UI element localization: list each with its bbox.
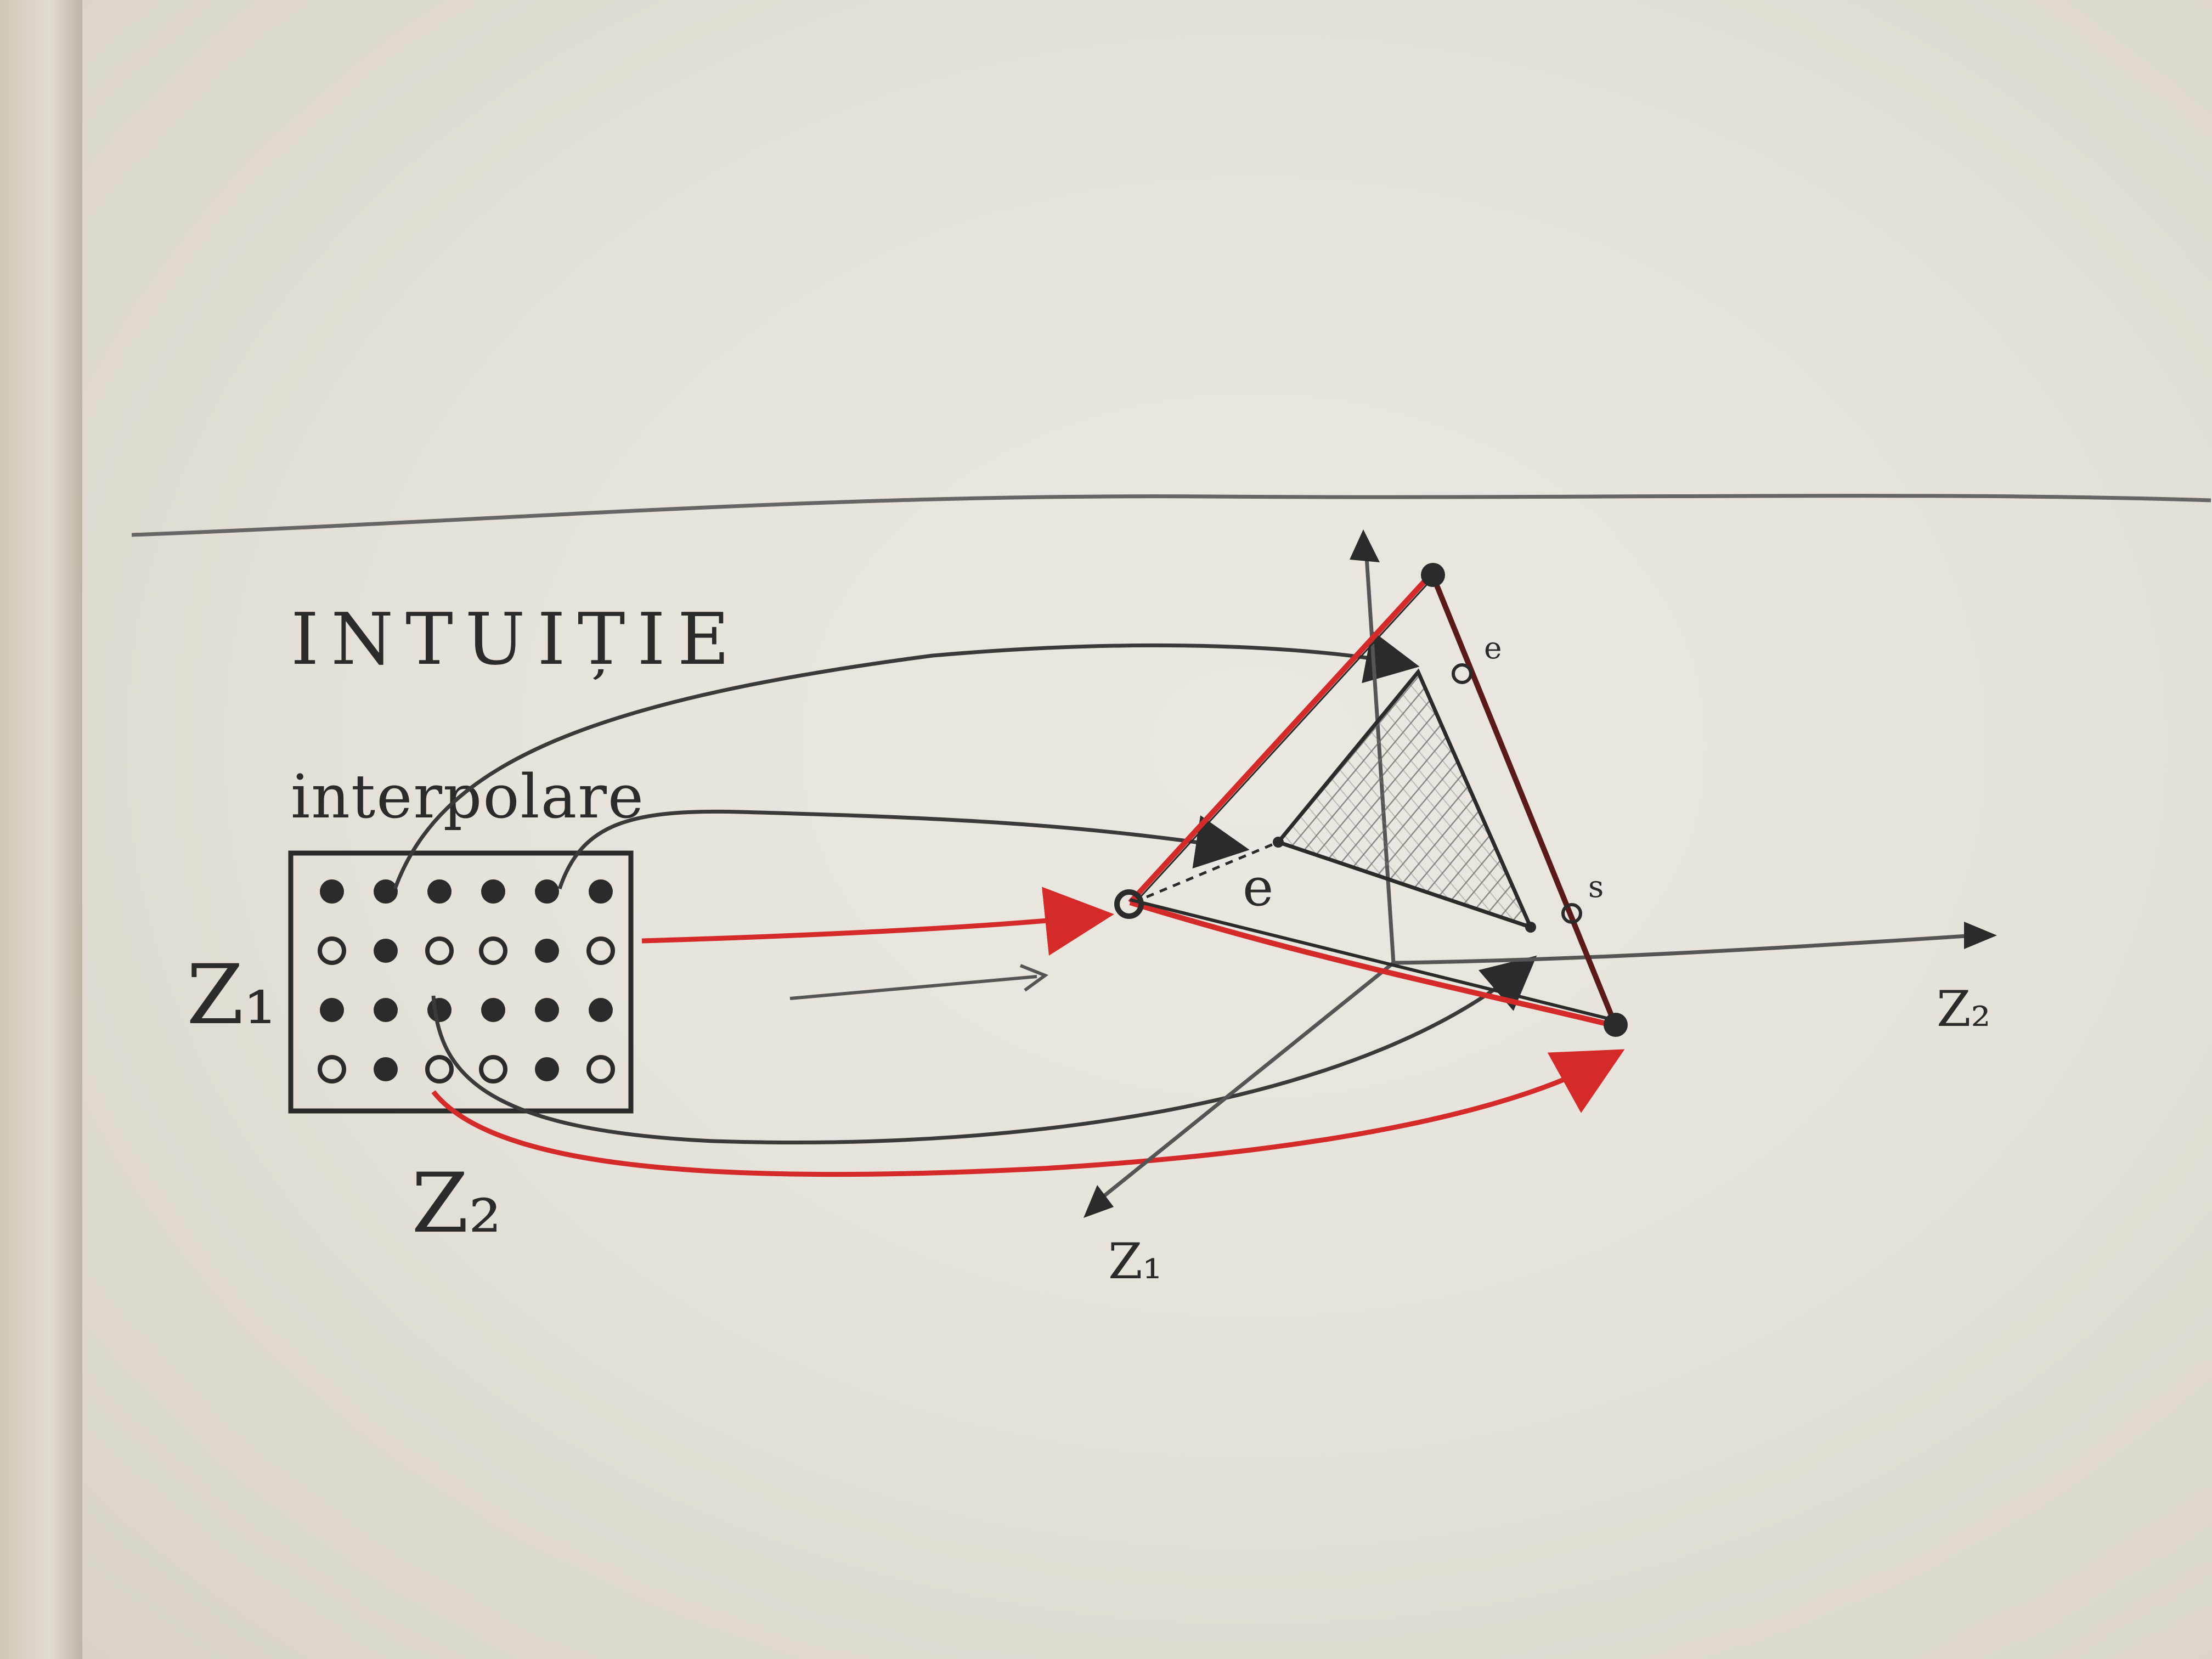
grid-dot-open — [586, 936, 615, 965]
axis-z2-head — [1964, 922, 1997, 949]
grid-dot-open — [425, 1055, 454, 1084]
simplex-inner-diagonal — [1278, 840, 1531, 929]
separator-line — [131, 494, 2211, 537]
vertex-left — [1114, 889, 1144, 919]
axis-z1 — [1096, 961, 1395, 1203]
simplex: e s e — [1114, 563, 1628, 1037]
label-z1-grid: Z₁ — [187, 947, 276, 1043]
simplex-shaded-face-crosshatch — [1278, 672, 1531, 927]
grid-dot-filled — [481, 998, 505, 1022]
grid-dot-filled — [535, 1057, 559, 1081]
grid-dot-filled — [374, 939, 398, 963]
previous-page-edge — [0, 0, 82, 1659]
paper-sheet — [82, 0, 2212, 1659]
grid-dot-filled — [320, 998, 344, 1022]
curve-to-inner-point — [557, 809, 1250, 890]
grid-dot-open — [479, 1055, 507, 1084]
grid-dot-open — [425, 936, 454, 965]
grid-dot-filled — [535, 879, 559, 904]
grid-dot-filled — [535, 998, 559, 1022]
pencil-arrow-head — [1019, 964, 1049, 992]
grid-dot-filled — [589, 879, 613, 904]
vertex-right — [1604, 1013, 1628, 1037]
vertex-top — [1421, 563, 1445, 587]
point-inner-left — [1273, 837, 1284, 848]
grid-dot-filled — [535, 939, 559, 963]
pencil-arrow — [789, 975, 1037, 1000]
simplex-edge-left — [1128, 571, 1434, 905]
point-inner-right — [1525, 922, 1536, 933]
grid-dot-filled — [427, 998, 452, 1022]
label-point-s: s — [1588, 869, 1604, 904]
grid-dot-open — [318, 936, 346, 965]
grid-dot-filled — [320, 879, 344, 904]
axis-z2 — [1393, 933, 1976, 965]
grid-dot-filled — [374, 1057, 398, 1081]
red-arrow-straight — [641, 887, 1114, 956]
grid-dot-open — [586, 1055, 615, 1084]
label-point-e: e — [1484, 630, 1502, 665]
point-e — [1452, 663, 1472, 684]
grid-dot-filled — [374, 998, 398, 1022]
simplex-dashed-e — [1146, 840, 1279, 899]
grid-dot-filled — [481, 879, 505, 904]
subheading-interpolare: interpolare — [291, 761, 645, 832]
label-vector-e: e — [1243, 857, 1273, 918]
grid-dot-filled — [374, 879, 398, 904]
red-curve-to-right-vertex — [431, 1049, 1625, 1177]
point-s — [1561, 903, 1582, 924]
curve-to-bottom-point — [431, 955, 1537, 1144]
label-axis-z1: Z₁ — [1108, 1233, 1163, 1290]
simplex-edge-right — [1429, 572, 1618, 1027]
sample-grid-frame — [288, 850, 634, 1114]
heading-intuitie: INTUIȚIE — [291, 597, 742, 681]
axis-z1-head — [1084, 1185, 1114, 1218]
simplex-edge-bottom-ink — [1130, 898, 1616, 1022]
grid-dot-filled — [427, 879, 452, 904]
label-z2-grid: Z₂ — [411, 1156, 501, 1251]
curve-to-top-vertex — [393, 630, 1420, 890]
simplex-edge-left-ink — [1132, 575, 1436, 906]
grid-dot-filled — [589, 998, 613, 1022]
grid-dot-open — [318, 1055, 346, 1084]
sample-grid-dots — [318, 879, 615, 1084]
simplex-edge-bottom — [1129, 900, 1617, 1029]
grid-dot-open — [479, 936, 507, 965]
axis-vertical-head — [1350, 529, 1380, 562]
label-axis-z2: Z₂ — [1937, 980, 1991, 1038]
